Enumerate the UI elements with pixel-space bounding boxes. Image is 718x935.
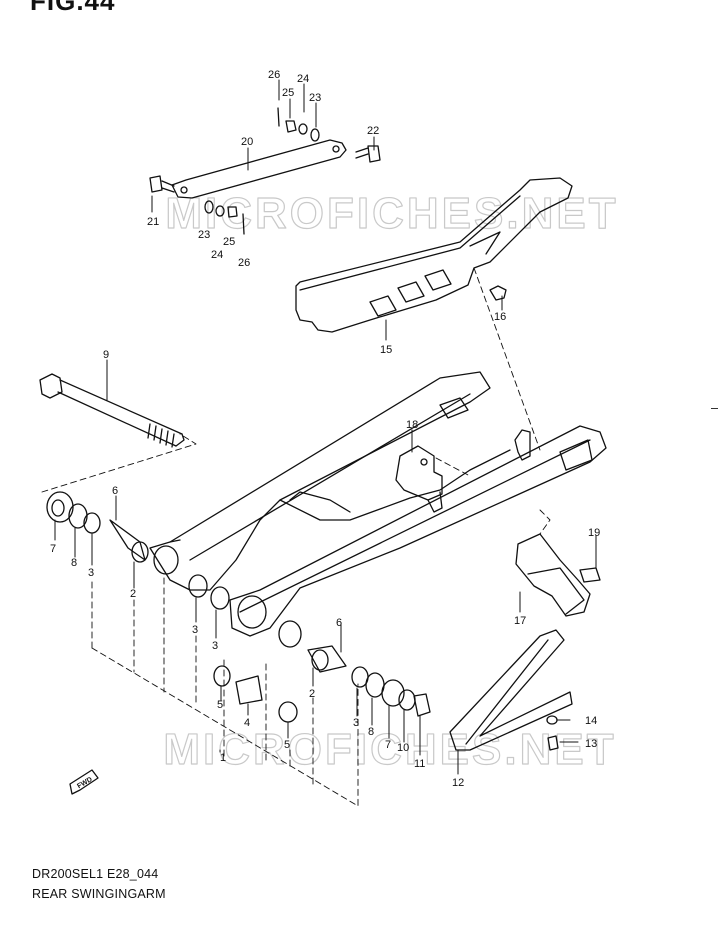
chain-case — [295, 177, 573, 333]
callout-7-left: 7 — [50, 543, 56, 555]
callout-24-lower: 24 — [211, 249, 223, 261]
callout-14: 14 — [585, 715, 597, 727]
callout-10: 10 — [397, 742, 409, 754]
callout-8-right: 8 — [368, 726, 374, 738]
left-hardware-stack — [46, 491, 149, 563]
callout-18: 18 — [406, 419, 418, 431]
fwd-arrow-icon — [69, 769, 99, 795]
callout-2-right: 2 — [309, 688, 315, 700]
callout-5-left: 5 — [217, 699, 223, 711]
bolt-16 — [489, 285, 507, 301]
torque-link-bar — [171, 139, 347, 199]
callout-20: 20 — [241, 136, 253, 148]
chain-slider-12 — [449, 629, 573, 751]
callout-3-right: 3 — [353, 717, 359, 729]
callout-21: 21 — [147, 216, 159, 228]
callout-6-left: 6 — [112, 485, 118, 497]
figure-code: DR200SEL1 E28_044 — [32, 867, 159, 881]
callout-4: 4 — [244, 717, 250, 729]
chain-guide-17 — [515, 533, 591, 617]
callout-8-left: 8 — [71, 557, 77, 569]
callout-17: 17 — [514, 615, 526, 627]
hardware-upper — [277, 107, 320, 142]
callout-6-right: 6 — [336, 617, 342, 629]
watermark-top: MICROFICHES.NET — [165, 188, 618, 238]
callout-16: 16 — [494, 311, 506, 323]
alignment-lines — [41, 267, 551, 807]
figure-name: REAR SWINGINGARM — [32, 887, 166, 901]
callout-3-mid1: 3 — [192, 624, 198, 636]
callout-25-upper: 25 — [282, 87, 294, 99]
hardware-lower — [204, 200, 245, 235]
callout-7-right: 7 — [385, 739, 391, 751]
callout-2-left: 2 — [130, 588, 136, 600]
bracket-18 — [395, 445, 443, 513]
callout-22: 22 — [367, 125, 379, 137]
edge-tick-mark — [711, 408, 718, 409]
callout-23-lower: 23 — [198, 229, 210, 241]
callout-9: 9 — [103, 349, 109, 361]
callout-12: 12 — [452, 777, 464, 789]
callout-24-upper: 24 — [297, 73, 309, 85]
bolt-13 — [547, 735, 559, 751]
callout-15: 15 — [380, 344, 392, 356]
callout-23-upper: 23 — [309, 92, 321, 104]
figure-title: FIG.44 — [30, 0, 116, 16]
callout-19: 19 — [588, 527, 600, 539]
bolt-22 — [355, 145, 381, 163]
callouts: 26 24 25 23 22 20 21 23 25 24 26 16 15 9… — [50, 69, 600, 789]
leader-lines — [54, 79, 597, 775]
callout-3-left: 3 — [88, 567, 94, 579]
pivot-bolt — [39, 373, 185, 448]
callout-26-upper: 26 — [268, 69, 280, 81]
callout-3-mid2: 3 — [212, 640, 218, 652]
callout-13: 13 — [585, 738, 597, 750]
bolt-19 — [579, 567, 601, 583]
watermark-text-top: MICROFICHES.NET — [165, 189, 618, 238]
bolt-21 — [149, 175, 175, 193]
washer-14 — [546, 715, 558, 725]
callout-5-right: 5 — [284, 739, 290, 751]
callout-1: 1 — [220, 752, 226, 764]
swingarm-body — [149, 371, 607, 637]
callout-11: 11 — [414, 758, 425, 770]
callout-26-lower: 26 — [238, 257, 250, 269]
right-hardware-stack — [188, 574, 431, 723]
callout-25-lower: 25 — [223, 236, 235, 248]
